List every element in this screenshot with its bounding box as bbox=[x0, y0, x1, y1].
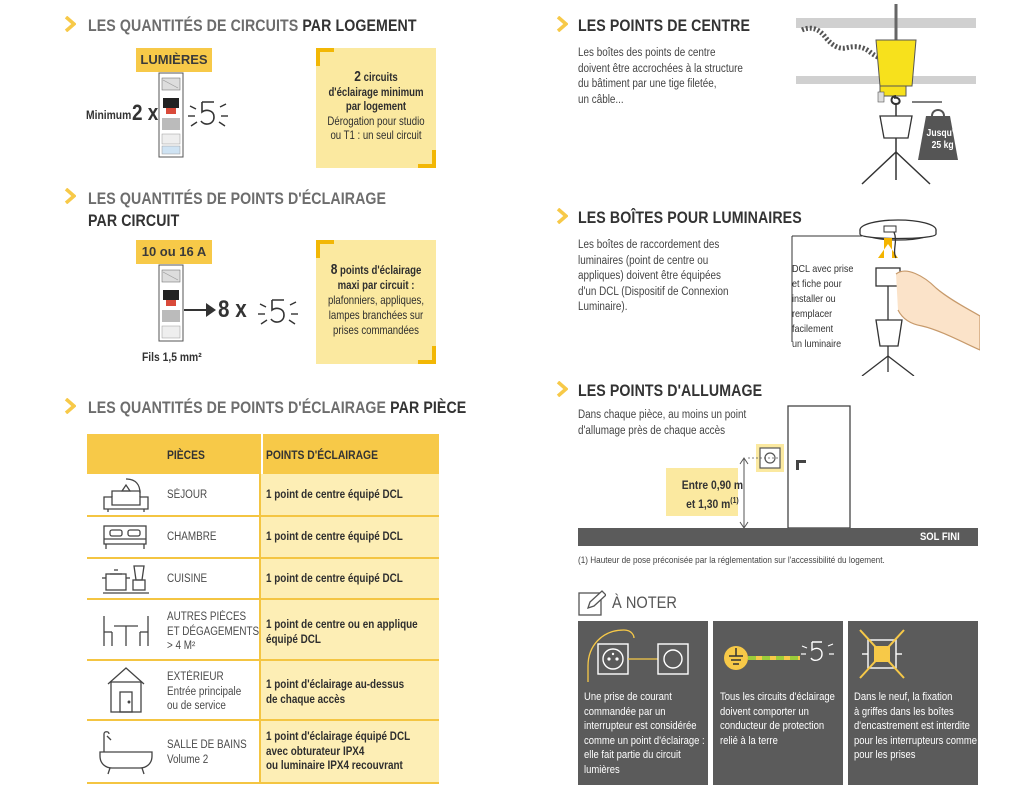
room-label: SÉJOUR bbox=[167, 489, 208, 501]
multiplier-2x: 2 x bbox=[132, 100, 159, 125]
bathtub-icon bbox=[99, 731, 153, 775]
pencil-note-icon bbox=[578, 590, 606, 616]
switch-height-illustration bbox=[578, 405, 978, 546]
table-row bbox=[87, 721, 439, 783]
points-label: 1 point de centre équipé DCL bbox=[266, 573, 403, 585]
section-title-allumage: LES POINTS D'ALLUMAGE bbox=[578, 382, 763, 400]
room-label: CHAMBRE bbox=[167, 531, 217, 543]
multiplier-8x: 8 x bbox=[218, 296, 247, 323]
chevron-right-icon bbox=[556, 208, 568, 224]
points-cell bbox=[261, 559, 439, 599]
circuit-breaker-icon bbox=[158, 264, 184, 342]
table-header-divider bbox=[261, 434, 263, 474]
note-card bbox=[848, 621, 978, 785]
callout-circuits bbox=[316, 48, 436, 168]
room-cell bbox=[87, 517, 261, 558]
chevron-right-icon bbox=[64, 188, 76, 204]
table-header-pieces: PIÈCES bbox=[167, 448, 205, 462]
arrow-right-icon bbox=[184, 303, 216, 317]
callout-circuits-text: 2 circuits d'éclairage minimum par logem… bbox=[327, 68, 425, 142]
callout-points bbox=[316, 240, 436, 364]
dcl-illustration bbox=[791, 219, 980, 376]
noter-title: À NOTER bbox=[612, 593, 677, 612]
section-title-circuits: LES QUANTITÉS DE CIRCUITS PAR LOGEMENT bbox=[88, 17, 417, 35]
table-row bbox=[87, 474, 439, 516]
minimum-label: Minimum bbox=[86, 108, 132, 122]
breaker-label: LUMIÈRES bbox=[140, 52, 208, 67]
points-cell bbox=[261, 721, 439, 783]
light-point-icon bbox=[258, 299, 298, 325]
note-card bbox=[578, 621, 708, 785]
callout-corners bbox=[316, 240, 436, 364]
points-cell bbox=[261, 600, 439, 660]
earth-conductor-icon bbox=[724, 641, 834, 670]
points-cell bbox=[261, 661, 439, 720]
table-row bbox=[87, 559, 439, 599]
table-header bbox=[87, 434, 439, 474]
breaker-label: 10 ou 16 A bbox=[141, 244, 207, 259]
room-label: CUISINE bbox=[167, 573, 208, 585]
table-row bbox=[87, 517, 439, 558]
section-title-points-piece: LES QUANTITÉS DE POINTS D'ÉCLAIRAGE PAR … bbox=[88, 399, 467, 417]
circuit-breaker-icon bbox=[158, 72, 184, 158]
ceiling-box-illustration bbox=[796, 4, 976, 185]
section-title-points-circuit-2: PAR CIRCUIT bbox=[88, 212, 180, 230]
kitchen-icon bbox=[102, 565, 149, 594]
chevron-right-icon bbox=[64, 398, 76, 414]
callout-corners bbox=[316, 48, 436, 168]
callout-points-text: 8 points d'éclairage maxi par circuit : … bbox=[327, 261, 425, 337]
points-label: 1 point de centre équipé DCL bbox=[266, 489, 403, 501]
row-divider bbox=[87, 659, 439, 661]
bed-icon bbox=[103, 525, 147, 549]
house-icon bbox=[107, 667, 145, 713]
points-cell bbox=[261, 517, 439, 558]
row-divider bbox=[87, 782, 439, 784]
breaker-label-box bbox=[136, 48, 212, 72]
breaker-label-box bbox=[136, 240, 212, 264]
room-cell bbox=[87, 559, 261, 599]
wire-label: Fils 1,5 mm² bbox=[142, 350, 202, 364]
section-title-centre: LES POINTS DE CENTRE bbox=[578, 17, 751, 35]
row-divider bbox=[87, 719, 439, 721]
room-cell bbox=[87, 661, 261, 720]
light-point-icon bbox=[188, 101, 228, 127]
table-row bbox=[87, 661, 439, 720]
table-chairs-icon bbox=[103, 616, 149, 646]
room-cell bbox=[87, 600, 261, 660]
row-divider bbox=[87, 598, 439, 600]
no-claw-box-icon bbox=[859, 629, 905, 679]
chevron-right-icon bbox=[556, 381, 568, 397]
points-label: 1 point de centre équipé DCL bbox=[266, 531, 403, 543]
points-cell bbox=[261, 474, 439, 516]
floor-label: SOL FINI bbox=[920, 531, 960, 543]
table-header-points: POINTS D'ÉCLAIRAGE bbox=[266, 448, 378, 462]
table-row bbox=[87, 600, 439, 660]
footnote: (1) Hauteur de pose préconisée par la ré… bbox=[578, 555, 885, 566]
section-title-points-circuit: LES QUANTITÉS DE POINTS D'ÉCLAIRAGE bbox=[88, 190, 387, 208]
chevron-right-icon bbox=[556, 16, 568, 32]
switched-socket-icon bbox=[587, 629, 689, 682]
chevron-right-icon bbox=[64, 16, 76, 32]
section-title-boites: LES BOÎTES POUR LUMINAIRES bbox=[578, 209, 802, 227]
row-divider bbox=[87, 557, 439, 559]
sofa-lamp-icon bbox=[103, 478, 149, 512]
height-label: Entre 0,90 m et 1,30 m(1) bbox=[681, 478, 744, 511]
row-divider bbox=[87, 515, 439, 517]
